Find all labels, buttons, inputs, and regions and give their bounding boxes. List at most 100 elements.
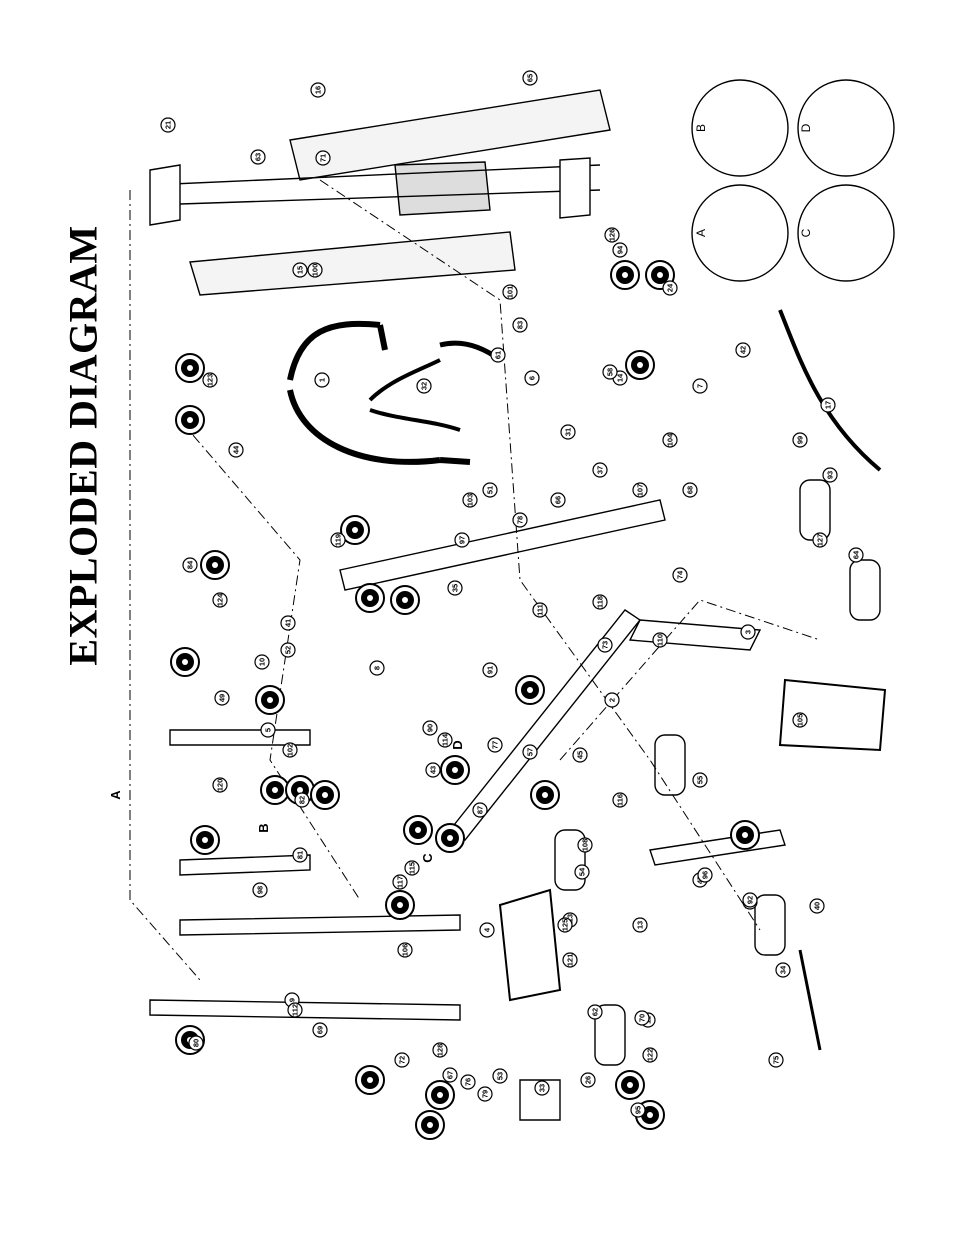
part-number-callout: 49 — [214, 690, 230, 706]
svg-text:118: 118 — [596, 596, 605, 608]
part-number-callout: 40 — [809, 898, 825, 914]
part-number-callout: 69 — [312, 1022, 328, 1038]
pulley-wheel — [625, 350, 655, 380]
part-number-callout: 4 — [479, 922, 495, 938]
part-number-callout: 26 — [580, 1072, 596, 1088]
svg-text:57: 57 — [526, 748, 535, 756]
svg-text:14: 14 — [616, 373, 625, 382]
part-number-callout: 106 — [397, 942, 413, 958]
detail-letter: A — [108, 790, 123, 800]
part-number-callout: 84 — [182, 557, 198, 573]
part-number-callout: 80 — [188, 1035, 204, 1051]
guide-rod-lower — [149, 189, 601, 206]
inset-circle-a — [691, 184, 789, 282]
pulley-wheel — [340, 515, 370, 545]
svg-text:17: 17 — [824, 401, 833, 409]
pulleys — [170, 260, 760, 1140]
svg-text:72: 72 — [398, 1056, 407, 1064]
guide-rod-upper — [149, 164, 601, 186]
part-number-callout: 3 — [740, 624, 756, 640]
pulley-wheel — [425, 1080, 455, 1110]
svg-text:114: 114 — [441, 733, 450, 746]
part-number-callout: 77 — [487, 737, 503, 753]
inset-letter: A — [694, 229, 708, 237]
svg-text:87: 87 — [476, 806, 485, 814]
part-number-callout: 15 — [292, 262, 308, 278]
svg-text:1: 1 — [318, 378, 327, 382]
svg-text:103: 103 — [466, 494, 475, 507]
triangle-handle — [519, 1079, 561, 1121]
part-number-callout: 33 — [534, 1080, 550, 1096]
pulley-wheel — [385, 890, 415, 920]
part-number-callout: 78 — [512, 512, 528, 528]
pulley-wheel — [390, 585, 420, 615]
inset-letter: B — [694, 124, 708, 132]
svg-text:124: 124 — [216, 593, 225, 606]
part-number-callout: 92 — [742, 892, 758, 908]
pulley-wheel — [730, 820, 760, 850]
pulley-wheel — [175, 405, 205, 435]
svg-text:120: 120 — [216, 779, 225, 792]
part-number-callout: 122 — [642, 1047, 658, 1063]
inset-circle-d — [797, 79, 895, 177]
svg-text:77: 77 — [491, 741, 500, 749]
svg-text:106: 106 — [401, 944, 410, 957]
part-number-callout: 2 — [604, 692, 620, 708]
pulley-wheel — [440, 755, 470, 785]
svg-text:100: 100 — [311, 264, 320, 277]
part-number-callout: 83 — [512, 317, 528, 333]
part-number-callout: 76 — [460, 1074, 476, 1090]
foam-roller-1 — [799, 479, 831, 541]
part-number-callout: 75 — [768, 1052, 784, 1068]
pulley-wheel — [255, 685, 285, 715]
svg-text:61: 61 — [494, 351, 503, 359]
part-number-callout: 54 — [574, 864, 590, 880]
part-number-callout: 107 — [632, 482, 648, 498]
part-number-callout: 126 — [604, 227, 620, 243]
part-number-callout: 128 — [432, 1042, 448, 1058]
part-number-callout: 117 — [392, 874, 408, 890]
part-number-callout: 81 — [292, 847, 308, 863]
part-number-callout: 103 — [462, 492, 478, 508]
svg-text:63: 63 — [254, 153, 263, 161]
svg-text:79: 79 — [481, 1090, 490, 1098]
svg-text:93: 93 — [826, 471, 835, 479]
part-number-callout: 87 — [472, 802, 488, 818]
pulley-wheel — [355, 583, 385, 613]
part-number-callout: 5 — [260, 722, 276, 738]
part-number-callout: 62 — [587, 1004, 603, 1020]
pulley-wheel — [530, 780, 560, 810]
main-frame-upper — [339, 499, 666, 591]
svg-text:33: 33 — [538, 1084, 547, 1092]
part-number-callout: 120 — [212, 777, 228, 793]
part-number-callout: 124 — [212, 592, 228, 608]
leg-frame — [628, 619, 762, 651]
part-number-callout: 94 — [612, 242, 628, 258]
svg-text:52: 52 — [284, 646, 293, 654]
part-number-callout: 55 — [692, 772, 708, 788]
svg-text:9: 9 — [288, 998, 297, 1002]
svg-text:121: 121 — [566, 954, 575, 967]
part-number-callout: 70 — [634, 1010, 650, 1026]
part-number-callout: 123 — [202, 372, 218, 388]
svg-text:70: 70 — [638, 1014, 647, 1022]
inset-circle-c — [797, 184, 895, 282]
part-number-callout: 17 — [820, 397, 836, 413]
svg-text:15: 15 — [296, 266, 305, 274]
part-number-callout: 116 — [612, 792, 628, 808]
part-number-callout: 1 — [314, 372, 330, 388]
svg-text:21: 21 — [164, 121, 173, 129]
part-number-callout: 110 — [652, 632, 668, 648]
leg-extension — [649, 829, 786, 866]
svg-text:35: 35 — [451, 584, 460, 592]
part-number-callout: 90 — [422, 720, 438, 736]
svg-text:96: 96 — [701, 871, 710, 879]
svg-text:116: 116 — [616, 794, 625, 806]
svg-text:68: 68 — [686, 486, 695, 494]
pulley-wheel — [310, 780, 340, 810]
lat-bar — [778, 309, 882, 472]
part-number-callout: 112 — [287, 1002, 303, 1018]
svg-text:4: 4 — [483, 927, 492, 932]
detail-letter: C — [420, 853, 435, 863]
